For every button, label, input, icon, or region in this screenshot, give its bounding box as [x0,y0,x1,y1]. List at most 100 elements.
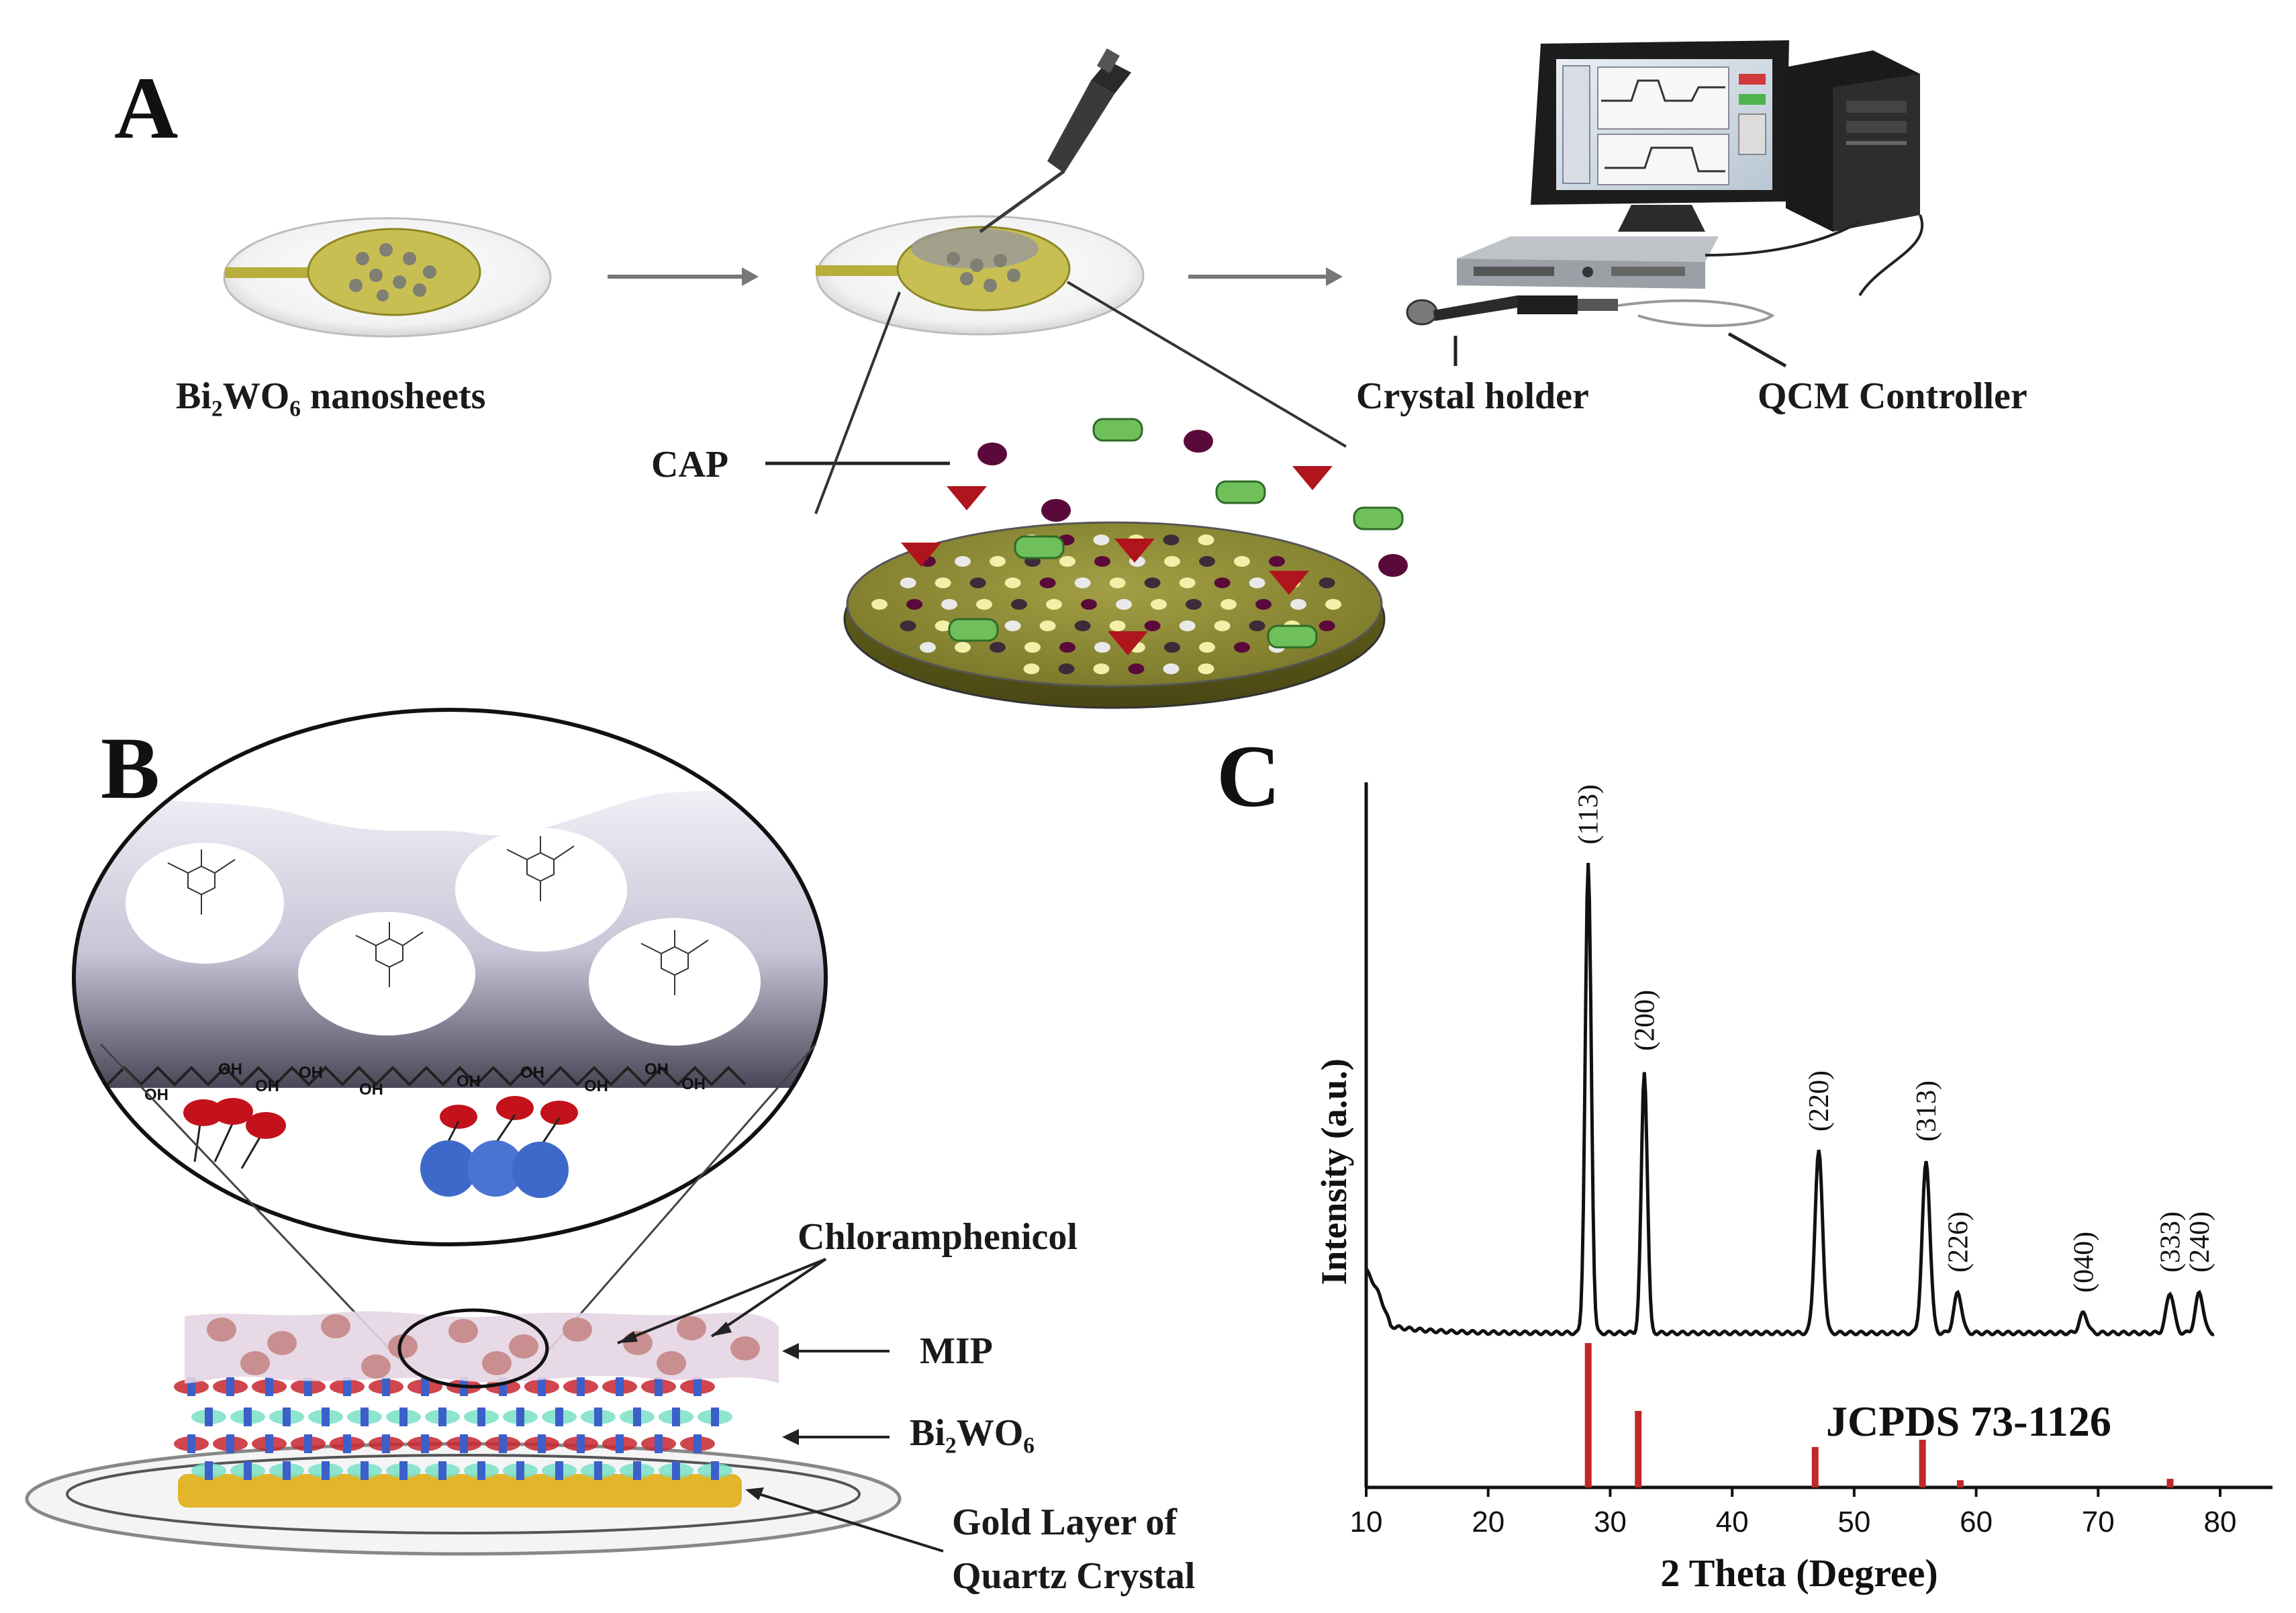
lattice-node [711,1461,719,1480]
lattice-node [555,1408,563,1426]
cap-pill-molecule [1267,625,1318,649]
zoom-line-right [1066,281,1347,448]
bi2wo6-layers [174,1377,732,1480]
disc-cavity [1325,599,1341,610]
electrode-plate-2 [816,215,1145,336]
disc-cavity [1128,663,1145,674]
chloramphenicol-dot [563,1318,592,1342]
lattice-node [711,1408,719,1426]
lattice-node [399,1408,408,1426]
disc-cavity [1109,578,1126,588]
zoom-line-left [814,291,901,514]
lattice-node [361,1461,369,1480]
lattice-node [672,1461,680,1480]
lattice-node [244,1461,252,1480]
cap-triangle-molecule [1108,631,1148,655]
disc-cavity [1290,599,1306,610]
peak-label: (200) [1629,990,1660,1051]
lattice-node [438,1408,446,1426]
disc-cavity [1004,620,1021,631]
disc-cavity [1163,663,1180,674]
cap-dot-molecule [1184,430,1213,453]
disc-cavity [1094,642,1110,653]
lattice-node [226,1377,234,1396]
disc-cavity [1179,578,1196,588]
x-tick-label: 70 [2082,1506,2115,1538]
crystal-holder-label: Crystal holder [1356,375,1589,417]
x-tick-label: 40 [1716,1506,1749,1538]
disc-cavity [1059,642,1075,653]
disc-cavity [1319,578,1335,588]
disc-cavity [1144,620,1161,631]
disc-cavity [969,578,986,588]
lattice-node [477,1461,485,1480]
lattice-node [304,1377,312,1396]
disc-cavity [1163,535,1180,545]
cap-triangle-molecule [1114,539,1155,563]
chloramphenicol-dot [448,1319,478,1343]
peak-label: (313) [1911,1080,1942,1142]
chloramphenicol-dot [482,1351,512,1375]
x-tick-label: 50 [1837,1506,1870,1538]
lattice-node [244,1408,252,1426]
disc-cavity [1163,642,1180,653]
panel-b-label: B [101,719,160,817]
disc-cavity [900,620,916,631]
disc-cavity [1074,578,1091,588]
panel-c-label: C [1216,727,1280,825]
gold-layer-label-line2: Quartz Crystal [952,1555,1195,1597]
disc-cavity [1116,599,1132,610]
chloramphenicol-leader-2 [617,1258,826,1344]
lattice-node [361,1408,369,1426]
reference-label: JCPDS 73-1126 [1826,1397,2111,1445]
cap-dot-molecule [977,443,1007,465]
cap-molecules [901,418,1408,655]
oh-label: OH [457,1072,481,1091]
oh-label: OH [584,1077,608,1095]
disc-cavity [1094,556,1110,567]
panel-a-label: A [114,58,178,157]
lattice-node [633,1408,641,1426]
peak-labels: (113)(200)(220)(313)(226)(040)(333)(240) [1574,784,2215,1293]
chloramphenicol-dot [207,1318,236,1342]
cap-dot-molecule [1378,554,1408,577]
disc-cavity [1144,578,1161,588]
disc-cavity [935,578,951,588]
disc-cavity [1179,620,1196,631]
mip-sensor-disc [843,521,1386,709]
disc-cavity [919,642,936,653]
panel-a: A [114,40,2027,709]
lattice-node [616,1377,624,1396]
cap-pill-molecule [1353,506,1404,531]
peak-label: (040) [2068,1232,2099,1293]
disc-cavity [1058,663,1075,674]
lattice-node [187,1434,195,1453]
y-axis-label: Intensity (a.u.) [1314,1058,1354,1285]
peak-label: (333) [2155,1211,2186,1273]
cap-triangle-molecule [947,486,987,510]
xrd-chart: Intensity (a.u.) 2 Theta (Degree) JCPDS … [1314,782,2273,1595]
chloramphenicol-dot [388,1334,418,1358]
disc-cavity [1214,620,1231,631]
disc-cavity [989,556,1006,567]
x-tick-label: 10 [1350,1506,1383,1538]
lattice-node [438,1461,446,1480]
oh-label: OH [644,1060,669,1078]
x-tick-label: 60 [1960,1506,1993,1538]
bound-molecule-red-blue [420,1096,578,1198]
chloramphenicol-dot [657,1351,686,1375]
disc-cavity [1039,578,1056,588]
oh-label: OH [218,1060,242,1078]
disc-cavity [1093,535,1110,545]
disc-cavity [1255,599,1272,610]
lattice-node [205,1408,213,1426]
disc-cavity [900,578,916,588]
disc-cavities [871,535,1341,674]
disc-cavity [1198,556,1215,567]
electrode-plate-1 [223,217,552,338]
disc-cavity [989,642,1006,653]
lattice-node [283,1408,291,1426]
